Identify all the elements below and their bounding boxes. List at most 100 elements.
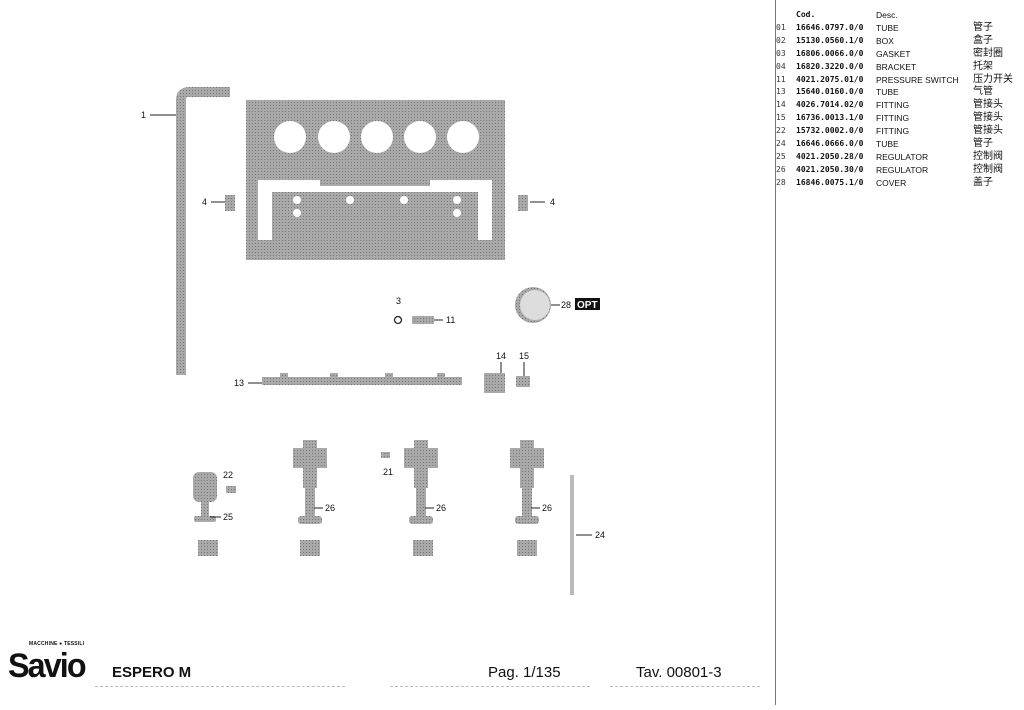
table-number: Tav. 00801-3	[636, 664, 722, 681]
callout-1: 1	[141, 110, 146, 120]
callout-22: 22	[223, 470, 233, 480]
part-code: 15130.0560.1/0	[796, 35, 864, 45]
part-code: 4021.2050.28/0	[796, 151, 864, 161]
exploded-parts-drawing: 1 4 4 3 11 28 OPT	[141, 87, 605, 595]
part-description: PRESSURE SWITCH	[876, 74, 959, 85]
callout-3: 3	[396, 296, 401, 306]
part-description: COVER	[876, 177, 907, 188]
part-code: 16646.0797.0/0	[796, 22, 864, 32]
part-position: 02	[776, 35, 786, 45]
part-code: 16736.0013.1/0	[796, 113, 864, 123]
footer-rule	[610, 686, 760, 688]
part-description-chinese: 管接头	[973, 112, 1003, 124]
gasket-part-3: 3	[393, 296, 403, 325]
part-description-chinese: 盒子	[973, 34, 993, 46]
part-description-chinese: 密封圈	[973, 47, 1003, 59]
part-position: 11	[776, 74, 786, 84]
tube-part-13: 13	[234, 373, 462, 388]
parts-table-row: 02 15130.0560.1/0 BOX 盒子	[776, 35, 1013, 48]
part-position: 03	[776, 48, 786, 58]
cover-part-28: 28 OPT	[515, 287, 600, 323]
part-position: 28	[776, 177, 786, 187]
part-description-chinese: 控制阀	[973, 150, 1003, 162]
regulator-part-26-a: 26	[293, 440, 335, 556]
part-description-chinese: 盖子	[973, 176, 993, 188]
part-description-chinese: 压力开关	[973, 73, 1013, 85]
part-description: BOX	[876, 35, 894, 46]
regulator-part-25: 25 22	[193, 470, 236, 556]
tube-part-1: 1	[141, 87, 230, 375]
callout-28: 28	[561, 300, 571, 310]
part-position: 25	[776, 151, 786, 161]
regulator-part-26-c: 26	[510, 440, 552, 556]
part-code: 16806.0066.0/0	[796, 48, 864, 58]
page-divider	[775, 0, 776, 705]
callout-4-left: 4	[202, 197, 207, 207]
part-description: REGULATOR	[876, 164, 929, 175]
parts-table-row: 01 16646.0797.0/0 TUBE 管子	[776, 22, 1013, 35]
callout-26-b: 26	[436, 503, 446, 513]
part-code: 15640.0160.0/0	[796, 87, 864, 97]
part-description-chinese: 气管	[973, 86, 993, 98]
logo-tagline: MACCHINE ● TESSILI	[29, 641, 85, 647]
parts-table-row: 24 16646.0666.0/0 TUBE 管子	[776, 138, 1013, 151]
page-number: Pag. 1/135	[488, 664, 561, 681]
part-code: 16646.0666.0/0	[796, 139, 864, 149]
part-description: FITTING	[876, 100, 910, 111]
footer-rule	[95, 686, 345, 688]
parts-table-row: 28 16846.0075.1/0 COVER 盖子	[776, 177, 1013, 190]
box-part-2	[246, 100, 505, 260]
callout-26-a: 26	[325, 503, 335, 513]
part-description-chinese: 管子	[973, 21, 993, 33]
opt-label: OPT	[577, 300, 598, 311]
bracket-part-4-left: 4	[202, 195, 235, 211]
part-position: 01	[776, 22, 786, 32]
part-position: 24	[776, 139, 786, 149]
header-cod: Cod.	[796, 10, 816, 19]
fitting-part-14: 14	[484, 351, 506, 393]
pressure-switch-part-11: 11	[412, 315, 455, 325]
header-desc: Desc.	[876, 10, 898, 20]
callout-25: 25	[223, 512, 233, 522]
callout-14: 14	[496, 351, 506, 361]
part-description: REGULATOR	[876, 151, 929, 162]
savio-logo: MACCHINE ● TESSILI Savio	[8, 641, 89, 683]
part-description: FITTING	[876, 113, 910, 124]
callout-15: 15	[519, 351, 529, 361]
part-code: 4021.2050.30/0	[796, 164, 864, 174]
callout-24: 24	[595, 530, 605, 540]
part-description: TUBE	[876, 87, 899, 98]
bracket-part-4-right: 4	[518, 195, 555, 211]
part-description: TUBE	[876, 139, 899, 150]
part-position: 14	[776, 100, 786, 110]
part-code: 16846.0075.1/0	[796, 177, 864, 187]
part-position: 13	[776, 87, 786, 97]
machine-model: ESPERO M	[112, 664, 192, 681]
part-description: TUBE	[876, 22, 899, 33]
parts-table-row: 25 4021.2050.28/0 REGULATOR 控制阀	[776, 151, 1013, 164]
part-description-chinese: 托架	[973, 60, 993, 72]
part-code: 15732.0002.0/0	[796, 126, 864, 136]
part-position: 22	[776, 126, 786, 136]
tube-part-24: 24	[570, 475, 605, 595]
part-description: FITTING	[876, 126, 910, 137]
fitting-part-15: 15	[516, 351, 530, 387]
part-position: 04	[776, 61, 786, 71]
part-position: 26	[776, 164, 786, 174]
callout-11: 11	[446, 315, 455, 325]
callout-13: 13	[234, 378, 244, 388]
part-description-chinese: 管子	[973, 138, 993, 150]
part-code: 4026.7014.02/0	[796, 100, 864, 110]
parts-table-header: Cod. Desc.	[776, 9, 1013, 22]
footer-rule	[390, 686, 590, 688]
callout-4-right: 4	[550, 197, 555, 207]
part-code: 16820.3220.0/0	[796, 61, 864, 71]
part-description-chinese: 管接头	[973, 125, 1003, 137]
